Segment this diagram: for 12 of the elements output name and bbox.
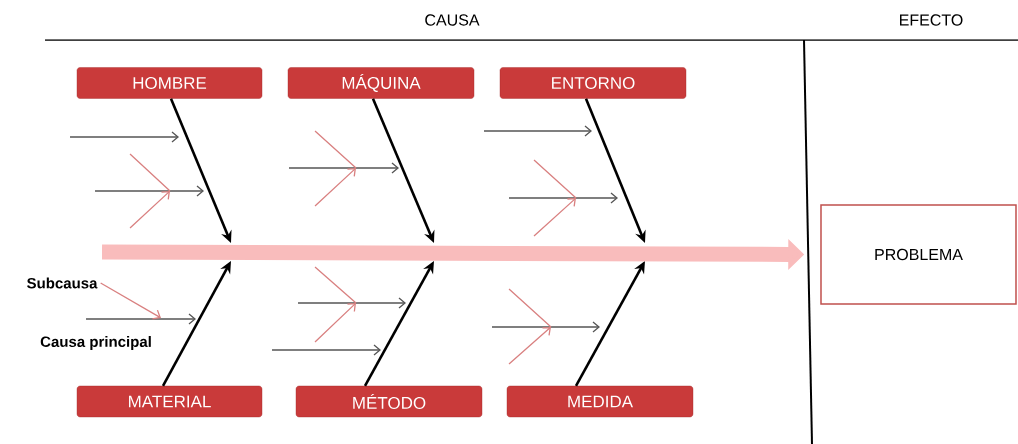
note-text: Subcausa xyxy=(27,277,98,289)
cause-box: MEDIDA xyxy=(506,385,694,418)
column-heading: CAUSA xyxy=(425,14,480,26)
cause-box: MÉTODO xyxy=(295,385,483,418)
cause-box: MATERIAL xyxy=(76,385,263,418)
column-heading: EFECTO xyxy=(900,14,963,26)
cause-box: MÁQUINA xyxy=(287,67,475,99)
leader-line xyxy=(100,282,161,320)
cause-box: HOMBRE xyxy=(76,67,263,99)
cause-box: ENTORNO xyxy=(499,67,687,99)
note-text: Causa principal xyxy=(40,336,151,350)
effect-box: PROBLEMA xyxy=(820,204,1017,305)
